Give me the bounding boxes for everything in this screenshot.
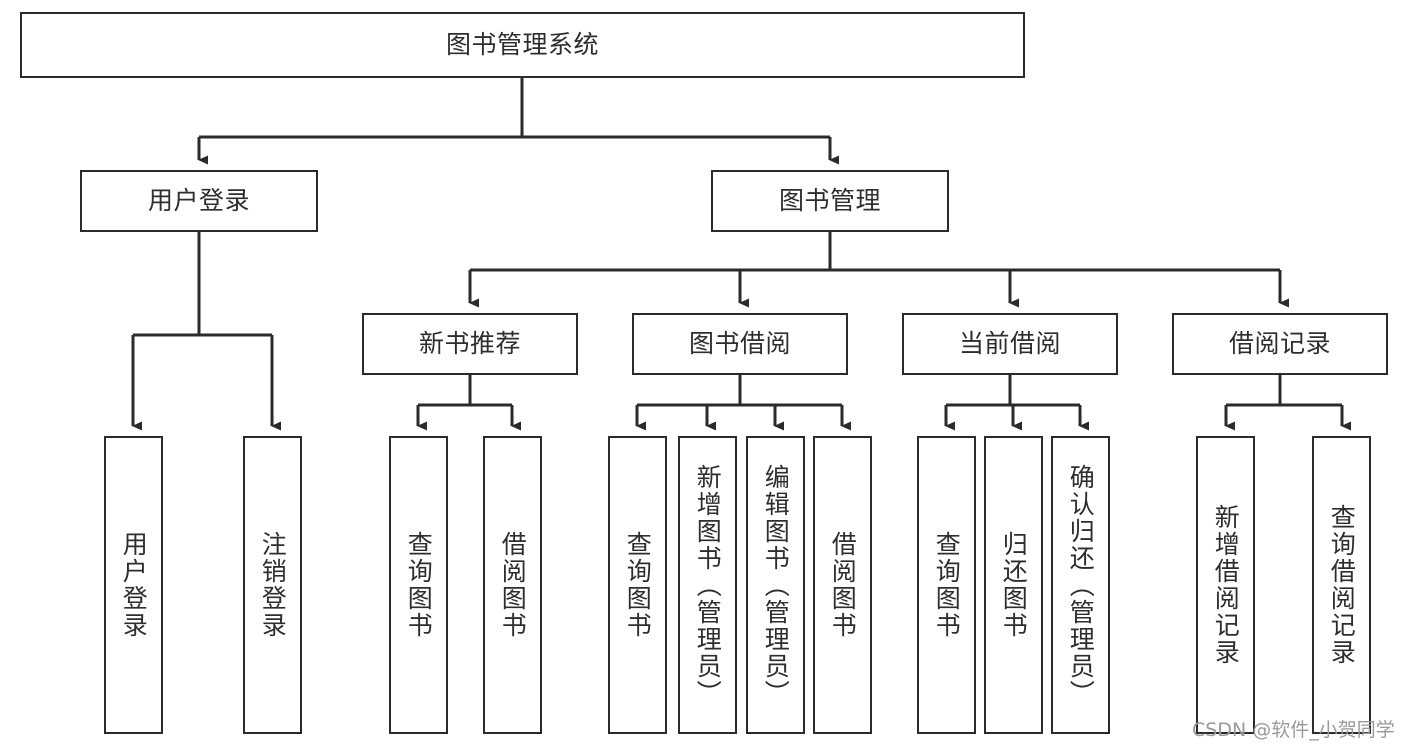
node-label: 查询图书 <box>932 531 962 639</box>
node-label: 图书管理 <box>778 186 881 216</box>
node-leaf-query-book-recommend[interactable]: 查询图书 <box>389 436 448 734</box>
node-leaf-query-book-current[interactable]: 查询图书 <box>917 436 976 734</box>
node-label: 查询图书 <box>623 531 653 639</box>
node-label: 图书借阅 <box>688 329 791 359</box>
node-leaf-add-book[interactable]: 新增图书（管理员） <box>678 436 737 734</box>
node-leaf-user-login[interactable]: 用户登录 <box>104 436 163 734</box>
node-book-management[interactable]: 图书管理 <box>711 170 949 232</box>
node-label: 当前借阅 <box>958 329 1061 359</box>
node-current-borrow[interactable]: 当前借阅 <box>902 313 1118 375</box>
node-label: 归还图书 <box>999 531 1029 639</box>
node-new-book-recommend[interactable]: 新书推荐 <box>362 313 578 375</box>
node-label: 借阅图书 <box>498 531 528 639</box>
node-label: 确认归还（管理员） <box>1066 463 1096 707</box>
node-leaf-query-book-borrow[interactable]: 查询图书 <box>608 436 667 734</box>
watermark-text: CSDN @软件_小贺同学 <box>1192 719 1395 741</box>
node-borrow-record[interactable]: 借阅记录 <box>1172 313 1388 375</box>
node-leaf-confirm-return[interactable]: 确认归还（管理员） <box>1051 436 1110 734</box>
node-label: 查询图书 <box>404 531 434 639</box>
node-label: 新书推荐 <box>418 329 521 359</box>
node-leaf-borrow-book[interactable]: 借阅图书 <box>813 436 872 734</box>
node-label: 借阅记录 <box>1228 329 1331 359</box>
node-label: 新增借阅记录 <box>1211 504 1241 666</box>
node-label: 用户登录 <box>119 531 149 639</box>
node-user-login[interactable]: 用户登录 <box>80 170 318 232</box>
node-root-system[interactable]: 图书管理系统 <box>20 12 1025 78</box>
node-label: 用户登录 <box>147 186 250 216</box>
node-label: 新增图书（管理员） <box>693 463 723 707</box>
node-leaf-user-logout[interactable]: 注销登录 <box>243 436 302 734</box>
node-leaf-borrow-book-recommend[interactable]: 借阅图书 <box>483 436 542 734</box>
node-leaf-add-borrow-record[interactable]: 新增借阅记录 <box>1196 436 1255 734</box>
node-label: 注销登录 <box>258 531 288 639</box>
node-leaf-query-borrow-record[interactable]: 查询借阅记录 <box>1312 436 1371 734</box>
node-book-borrow[interactable]: 图书借阅 <box>632 313 848 375</box>
node-label: 查询借阅记录 <box>1327 504 1357 666</box>
node-label: 图书管理系统 <box>445 30 599 60</box>
node-label: 借阅图书 <box>828 531 858 639</box>
node-leaf-return-book[interactable]: 归还图书 <box>984 436 1043 734</box>
node-leaf-edit-book[interactable]: 编辑图书（管理员） <box>746 436 805 734</box>
node-label: 编辑图书（管理员） <box>761 463 791 707</box>
